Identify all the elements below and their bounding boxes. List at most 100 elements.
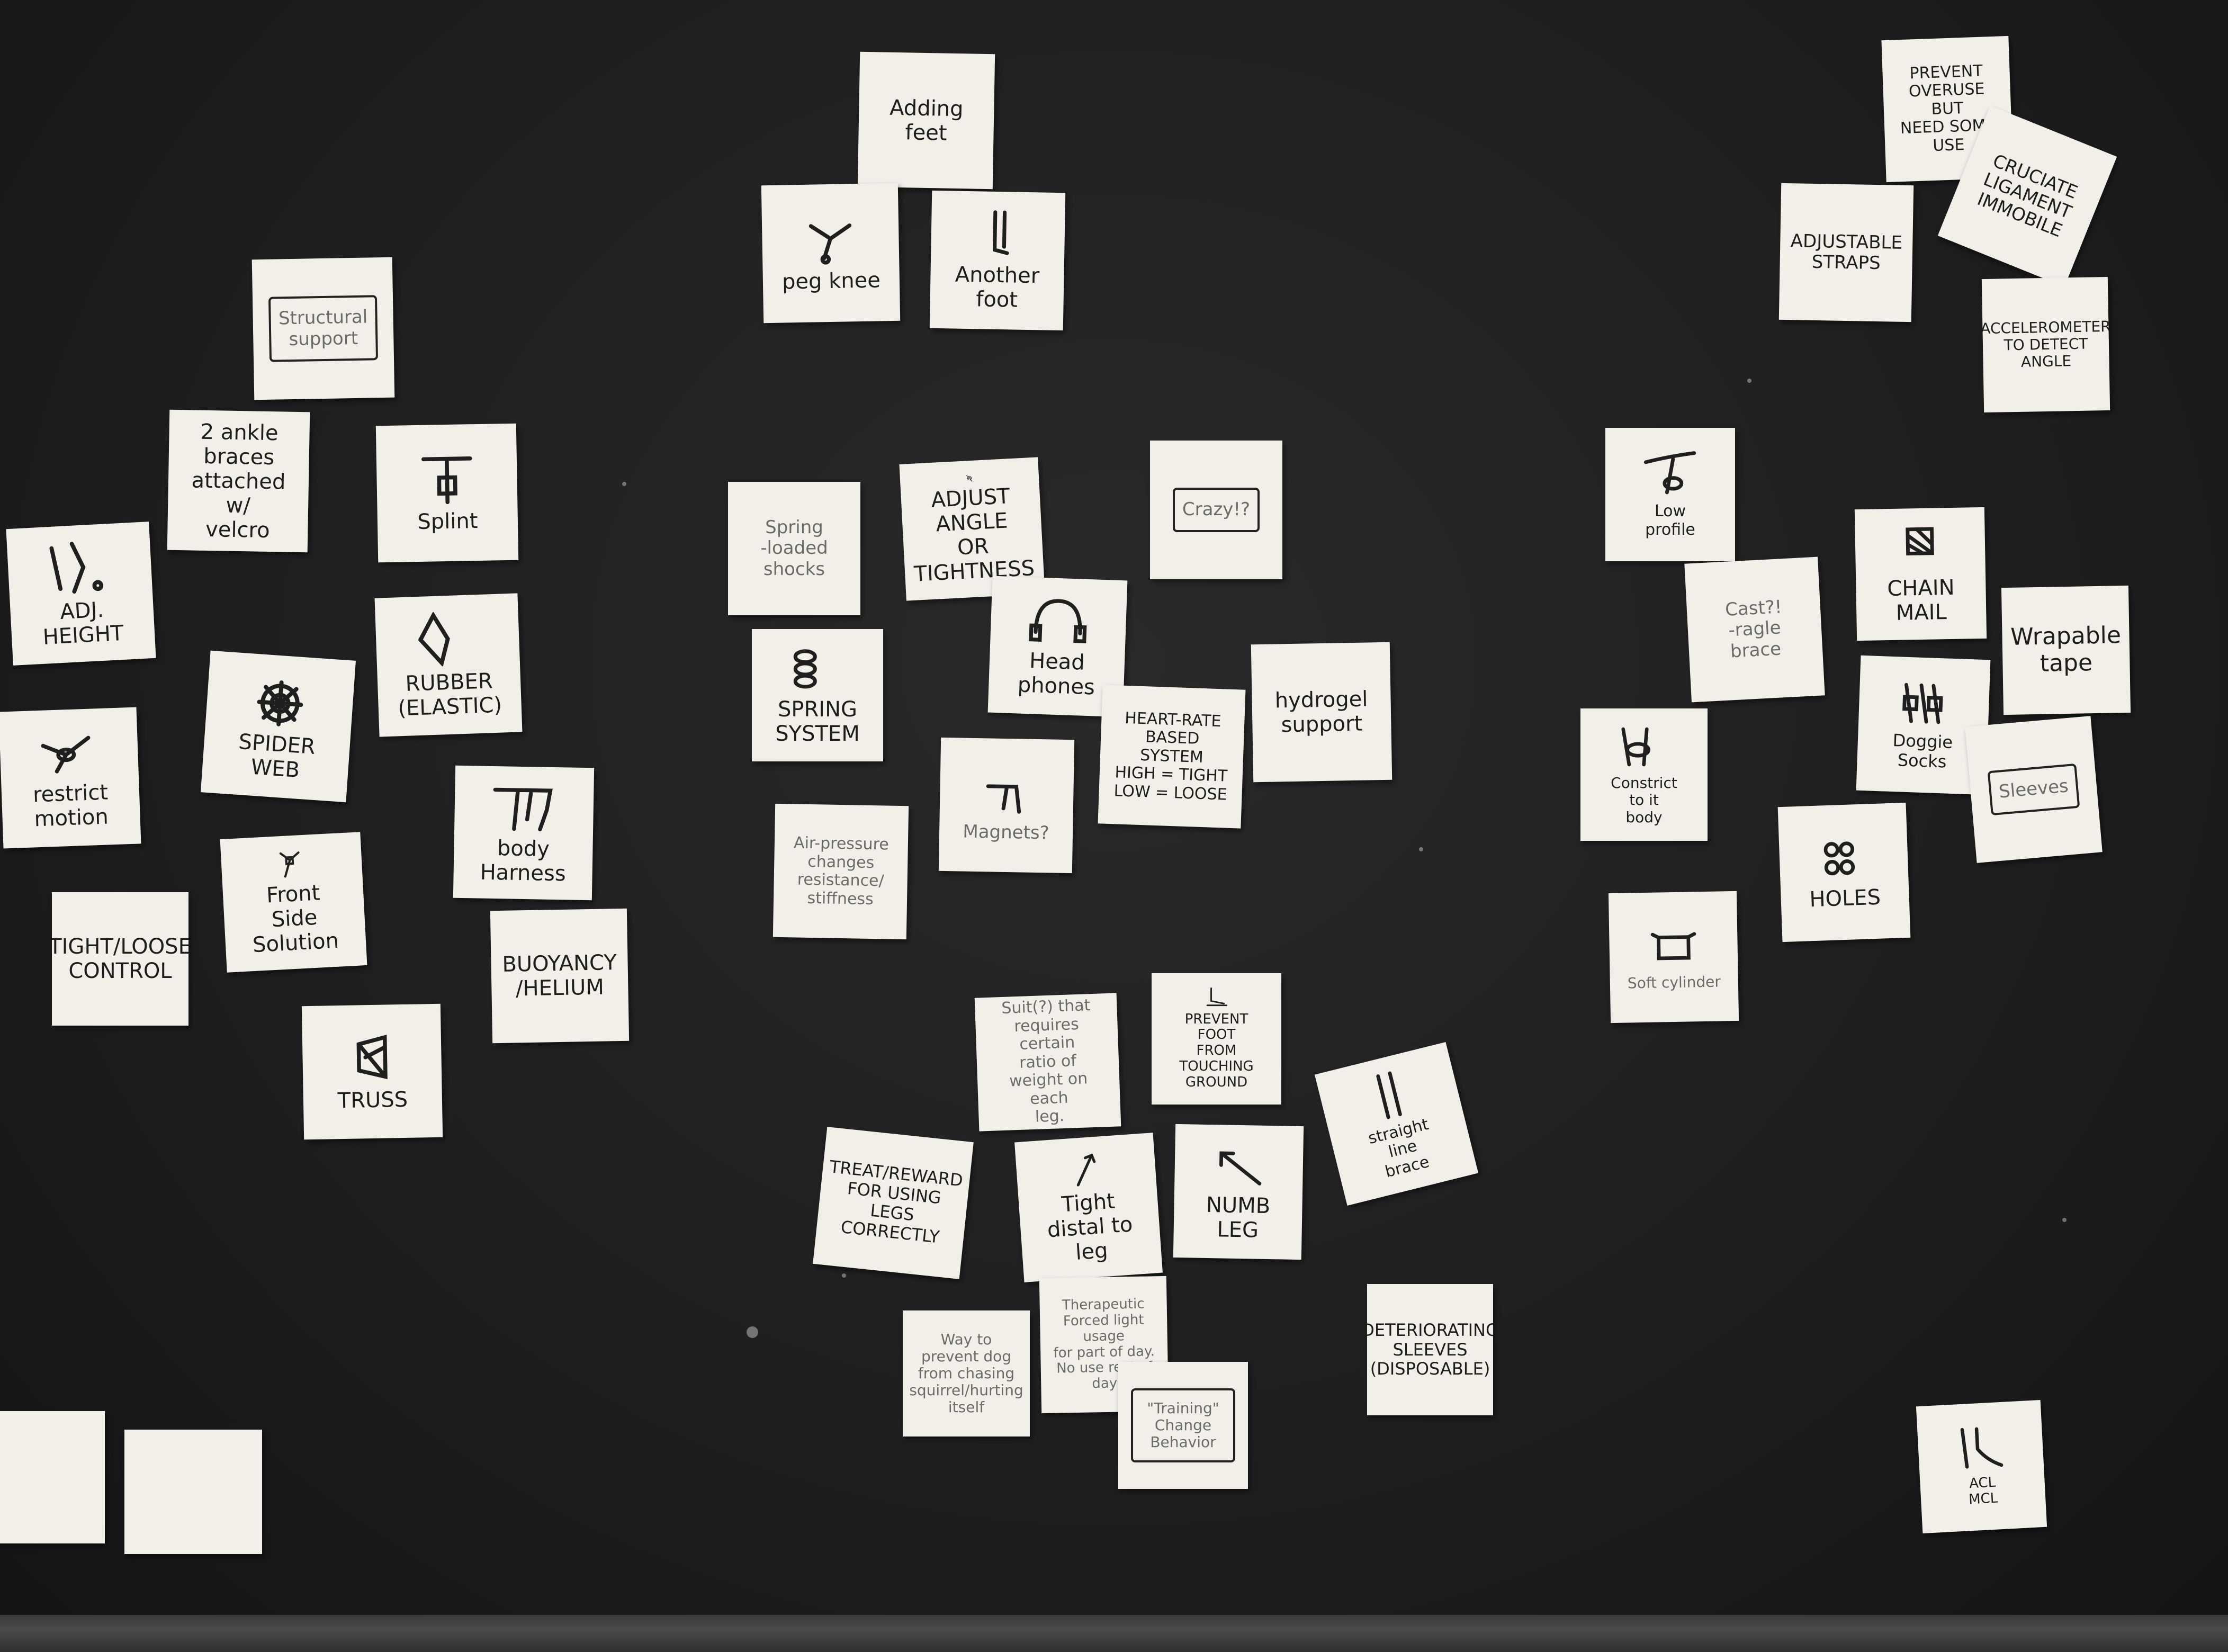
leg-sketch-icon [986,784,1021,814]
knee-sketch-icon [40,735,90,774]
note-text: HEART-RATE BASED SYSTEM HIGH = TIGHT LOW… [1113,708,1228,804]
note-text: Doggie Socks [1892,730,1953,772]
sticky-note: ADJUSTABLE STRAPS [1778,183,1914,322]
sticky-note: ADJUST ANGLE OR TIGHTNESS [899,457,1045,601]
note-text: ADJ. HEIGHT [42,597,124,650]
cylinder-sketch-icon [1650,932,1696,960]
note-text: CRUCIATE LIGAMENT IMMOBILE [1974,150,2081,242]
note-text: DETERIORATING SLEEVES (DISPOSABLE) [1367,1319,1493,1379]
leg-sketch-icon [1621,727,1651,767]
sticky-note: ACCELEROMETER TO DETECT ANGLE [1981,276,2110,413]
truss-sketch-icon [356,1035,388,1080]
note-text: NUMB LEG [1206,1192,1271,1243]
note-text: HOLES [1809,885,1881,912]
sticky-note: body Harness [453,765,595,901]
sticky-note: Splint [375,423,519,563]
note-text: Wrapable tape [2010,622,2122,677]
note-text: RUBBER (ELASTIC) [397,668,502,721]
chain-mail-sketch-icon [1906,527,1935,556]
sticky-note: HEART-RATE BASED SYSTEM HIGH = TIGHT LOW… [1098,685,1246,829]
note-text: "Training" Change Behavior [1131,1388,1235,1463]
sticky-note: BUOYANCY /HELIUM [490,908,630,1044]
note-text: Tight distal to leg [1046,1189,1134,1265]
sticky-note: peg knee [761,183,901,324]
sticky-note: Suit(?) that requires certain ratio of w… [974,993,1121,1132]
note-text: hydrogel support [1274,687,1368,738]
sticky-note: ADJ. HEIGHT [6,522,156,666]
leg-sketch-icon [49,541,103,594]
note-text: Cast?! -ragle brace [1724,596,1783,662]
note-text: ACCELEROMETER TO DETECT ANGLE [1981,317,2110,371]
chalk-heading-scribble: ~ ~ [191,0,434,41]
web-sketch-icon [418,611,450,667]
note-text: TIGHT/LOOSE CONTROL [52,935,188,983]
knee-sketch-icon [1960,1427,2004,1469]
sticky-note: Front Side Solution [220,832,367,973]
note-text: peg knee [781,268,881,294]
note-text: Structural support [268,295,378,362]
sticky-note: Head phones [987,576,1128,717]
sticky-note: restrict motion [0,707,141,849]
sticky-note: HOLES [1777,802,1911,942]
sticky-note: Low profile [1605,428,1735,561]
holes-sketch-icon [1823,841,1855,875]
note-text: TRUSS [337,1087,408,1113]
sticky-note: Air-pressure changes resistance/ stiffne… [772,803,909,940]
note-text: Splint [417,509,478,535]
chalk-dust [842,1273,846,1278]
peg-knee-sketch-icon [808,223,852,265]
sticky-note: SPIDER WEB [200,650,356,803]
note-text: Front Side Solution [251,881,340,958]
arrow-sketch-icon [1219,1151,1262,1186]
headphones-sketch-icon [1029,599,1087,643]
note-text: TREAT/REWARD FOR USING LEGS CORRECTLY [829,1156,964,1247]
note-text: ACL MCL [1968,1475,1998,1508]
sticky-note: Tight distal to leg [1014,1133,1163,1282]
sticky-note: hydrogel support [1251,642,1392,783]
sticky-note: Adding feet [857,51,995,190]
note-text: Adding feet [889,95,964,146]
sticky-note: TRUSS [301,1003,443,1140]
note-text: Way to prevent dog from chasing squirrel… [909,1330,1023,1416]
sticky-note: Sleeves [1965,716,2103,863]
sticky-note: Structural support [251,257,395,400]
leg-sketch-icon [992,210,1009,255]
chalk-dust [1419,847,1423,851]
sticky-note: NUMB LEG [1173,1124,1304,1260]
note-text: BUOYANCY /HELIUM [502,950,617,1001]
note-text: restrict motion [32,780,109,832]
sticky-note: RUBBER (ELASTIC) [374,593,523,737]
note-text: Low profile [1645,502,1695,539]
sticky-note: Constrict to it body [1580,708,1708,841]
note-text: Magnets? [963,821,1050,844]
note-text: Head phones [1017,649,1095,700]
sticky-note: DETERIORATING SLEEVES (DISPOSABLE) [1367,1284,1493,1415]
spider-web-sketch-icon [257,680,303,727]
sticky-note: CHAIN MAIL [1854,507,1987,641]
note-text: SPRING SYSTEM [775,697,860,747]
sticky-note: Another foot [929,190,1066,331]
sticky-note: 2 ankle braces attached w/ velcro [167,409,310,553]
sticky-note: Doggie Socks [1856,655,1991,795]
joint-sketch-icon [966,475,973,482]
note-text: 2 ankle braces attached w/ velcro [191,419,286,543]
note-text: Spring -loaded shocks [760,517,828,580]
foot-sketch-icon [1207,987,1228,1007]
note-text: Soft cylinder [1627,973,1721,992]
note-text: PREVENT FOOT FROM TOUCHING GROUND [1179,1011,1254,1091]
note-text: ADJUST ANGLE OR TIGHTNESS [913,484,1036,587]
note-text: Another foot [955,262,1040,312]
sticky-note: Magnets? [938,737,1075,874]
blank-sticky-note [124,1430,262,1554]
sticky-note: Wrapable tape [2001,585,2131,715]
chalk-dust [1747,379,1751,383]
socks-sketch-icon [1902,683,1943,724]
sticky-note: PREVENT FOOT FROM TOUCHING GROUND [1152,973,1281,1105]
note-text: Air-pressure changes resistance/ stiffne… [793,833,890,909]
sticky-note: Way to prevent dog from chasing squirrel… [903,1310,1030,1436]
leg-sketch-icon [1376,1071,1403,1119]
spring-sketch-icon [793,649,817,689]
arrow-sketch-icon [1076,1153,1096,1187]
note-text: ADJUSTABLE STRAPS [1790,230,1903,274]
